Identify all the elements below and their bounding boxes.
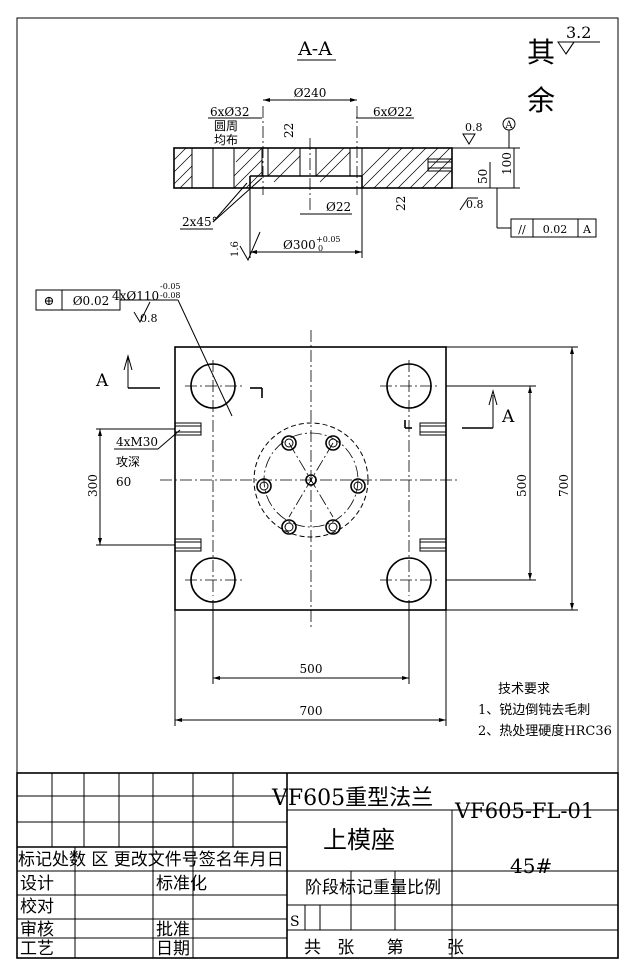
plate-outline — [174, 346, 447, 611]
flange-outer-circle — [253, 422, 369, 538]
position-symbol: ⊕ — [44, 294, 55, 309]
dim-d22: Ø22 — [326, 200, 351, 214]
dim-bolt-holes: 4xØ110 — [112, 289, 159, 303]
header-row: 标记处数 区 更改文件号签名年月日 — [18, 850, 284, 870]
dim-500-h: 500 — [300, 662, 323, 676]
label-standardize: 标准化 — [156, 874, 207, 894]
bolt-tol-upper: -0.05 — [160, 282, 181, 291]
dim-50: 50 — [476, 169, 490, 184]
position-value: Ø0.02 — [73, 294, 110, 308]
dim-6x32: 6xØ32 — [210, 105, 250, 119]
flange-holes — [256, 435, 366, 535]
label-review: 审核 — [20, 920, 54, 940]
label-check: 校对 — [20, 897, 54, 917]
rough-1-6: 1.6 — [230, 241, 241, 257]
dim-d300-lower: 0 — [318, 244, 323, 253]
dim-22-top: 22 — [282, 123, 296, 138]
parallelism-symbol: // — [518, 223, 526, 236]
tapped-label-3: 60 — [116, 475, 131, 489]
label-approve: 批准 — [156, 920, 190, 940]
section-mark-left: A — [95, 371, 109, 391]
stage-label: 阶段标记重量比例 — [305, 878, 441, 898]
dim-6x22: 6xØ22 — [373, 105, 413, 119]
tapped-label-2: 攻深 — [116, 455, 140, 469]
plan-rough-08: 0.8 — [140, 312, 158, 325]
dim-d240: Ø240 — [294, 86, 327, 100]
position-frame: ⊕ Ø0.02 — [35, 289, 121, 311]
section-hatch — [173, 147, 453, 189]
part-name: 上模座 — [323, 826, 395, 854]
tapped-label-1: 4xM30 — [116, 435, 158, 449]
dim-500-v: 500 — [515, 474, 529, 497]
dim-700-v: 700 — [557, 474, 571, 497]
section-title: A-A — [297, 38, 332, 60]
tech-item-1: 1、锐边倒钝去毛刺 — [478, 703, 590, 718]
tapped-holes — [174, 422, 447, 552]
plan-view: ⊕ Ø0.02 4xØ110 -0.05 -0.08 0.8 — [35, 282, 578, 726]
rough-08-a: 0.8 — [465, 121, 483, 134]
label-date: 日期 — [156, 939, 190, 959]
bolt-hole-tr — [386, 363, 432, 409]
s-label: S — [290, 914, 300, 930]
dim-chamfer: 2x45° — [182, 215, 218, 229]
flange-pitch-circle — [263, 432, 359, 528]
bolt-tol-lower: -0.08 — [160, 291, 181, 300]
parallelism-datum: A — [582, 223, 592, 236]
project-name: VF605重型法兰 — [271, 786, 433, 811]
note-circumference: 圆周 — [214, 119, 238, 133]
drawing-number: VF605-FL-01 — [454, 799, 594, 823]
bolt-hole-tl — [190, 363, 236, 409]
roughness-main-2: 余 — [527, 84, 555, 117]
label-process: 工艺 — [20, 939, 54, 959]
roughness-note: 其 余 3.2 — [527, 23, 600, 117]
dim-700-h: 700 — [300, 704, 323, 718]
parallelism-value: 0.02 — [543, 223, 568, 236]
sheet-label: 共 张 第 张 — [304, 938, 464, 958]
dim-d300: Ø300 — [283, 238, 316, 252]
tech-title: 技术要求 — [498, 682, 550, 697]
dim-300: 300 — [86, 474, 100, 497]
roughness-value: 3.2 — [566, 23, 591, 42]
rough-08-b: 0.8 — [466, 198, 484, 211]
section-mark-right: A — [501, 407, 515, 427]
material: 45# — [510, 854, 552, 878]
tech-requirements: 技术要求 1、锐边倒钝去毛刺 2、热处理硬度HRC36 — [478, 682, 612, 739]
note-evenly: 均布 — [214, 133, 238, 147]
dim-100: 100 — [500, 152, 514, 175]
section-body — [173, 147, 453, 189]
section-view: A-A — [173, 38, 597, 262]
parallelism-frame: // 0.02 A — [510, 218, 597, 238]
dim-d300-upper: +0.05 — [316, 235, 341, 244]
roughness-main-1: 其 — [527, 36, 555, 69]
title-block: VF605重型法兰 VF605-FL-01 上模座 45# 标记处数 区 更改文… — [16, 772, 619, 959]
label-design: 设计 — [20, 874, 54, 894]
datum-a: A — [504, 120, 513, 131]
tech-item-2: 2、热处理硬度HRC36 — [478, 723, 612, 739]
dim-22-right: 22 — [394, 196, 408, 211]
